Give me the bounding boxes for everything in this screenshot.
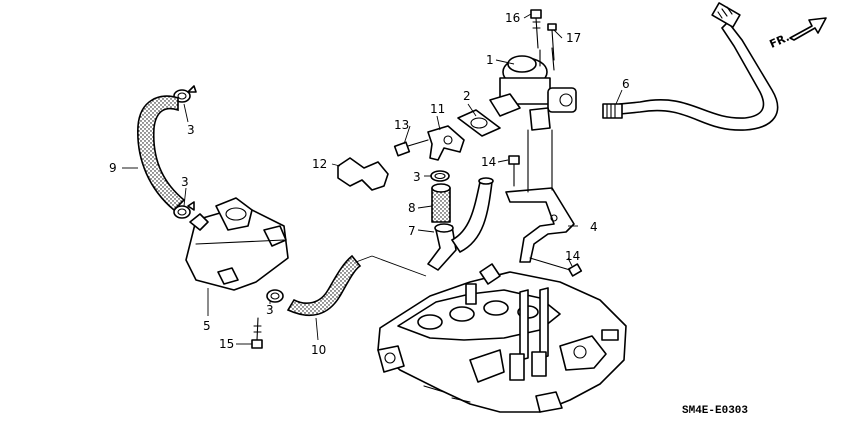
part-9-hose bbox=[137, 95, 186, 212]
callout-14-upper: 14 bbox=[481, 155, 496, 169]
part-13-bolt bbox=[393, 139, 429, 157]
part-3-clamp-middle bbox=[430, 170, 450, 182]
part-11-fitting bbox=[427, 125, 465, 161]
callout-5: 5 bbox=[203, 319, 211, 333]
part-5-resonator bbox=[185, 197, 289, 291]
callout-3-left: 3 bbox=[181, 175, 189, 189]
callout-3-lower: 3 bbox=[266, 303, 274, 317]
part-16-bolt bbox=[530, 9, 542, 49]
intake-manifold bbox=[377, 263, 627, 413]
part-3-clamp-lower bbox=[266, 289, 284, 303]
callout-9: 9 bbox=[109, 161, 117, 175]
part-7-elbow bbox=[427, 177, 494, 271]
part-10-hose bbox=[286, 254, 427, 317]
callout-17: 17 bbox=[566, 31, 581, 45]
callout-1: 1 bbox=[486, 53, 494, 67]
part-2-gasket bbox=[457, 109, 501, 137]
front-direction-arrow-icon bbox=[789, 17, 827, 41]
callout-14-lower: 14 bbox=[565, 249, 580, 263]
callout-3-upper: 3 bbox=[187, 123, 195, 137]
part-1-valve bbox=[489, 47, 577, 131]
part-4-bracket bbox=[505, 129, 575, 263]
callout-8: 8 bbox=[408, 201, 416, 215]
part-14-bolt-upper bbox=[508, 155, 520, 187]
leader-lines bbox=[122, 13, 623, 345]
callout-6: 6 bbox=[622, 77, 630, 91]
part-3-clamp-left bbox=[173, 201, 195, 219]
callout-7: 7 bbox=[408, 224, 416, 238]
callout-15: 15 bbox=[219, 337, 234, 351]
part-17-stud bbox=[547, 23, 557, 61]
callout-10: 10 bbox=[311, 343, 326, 357]
part-8-hose bbox=[431, 183, 451, 223]
callout-4: 4 bbox=[590, 220, 598, 234]
callout-11: 11 bbox=[430, 102, 445, 116]
part-12-clamp bbox=[337, 157, 389, 191]
diagram-code: SM4E-E0303 bbox=[682, 405, 748, 417]
callout-12: 12 bbox=[312, 157, 327, 171]
callout-16: 16 bbox=[505, 11, 520, 25]
front-direction-label: FR. bbox=[768, 31, 792, 51]
part-15-bolt bbox=[251, 317, 263, 349]
callout-2: 2 bbox=[463, 89, 471, 103]
callout-3-middle: 3 bbox=[413, 170, 421, 184]
part-6-pipe bbox=[602, 2, 779, 131]
callout-13: 13 bbox=[394, 118, 409, 132]
part-14-bolt-lower bbox=[529, 257, 583, 277]
